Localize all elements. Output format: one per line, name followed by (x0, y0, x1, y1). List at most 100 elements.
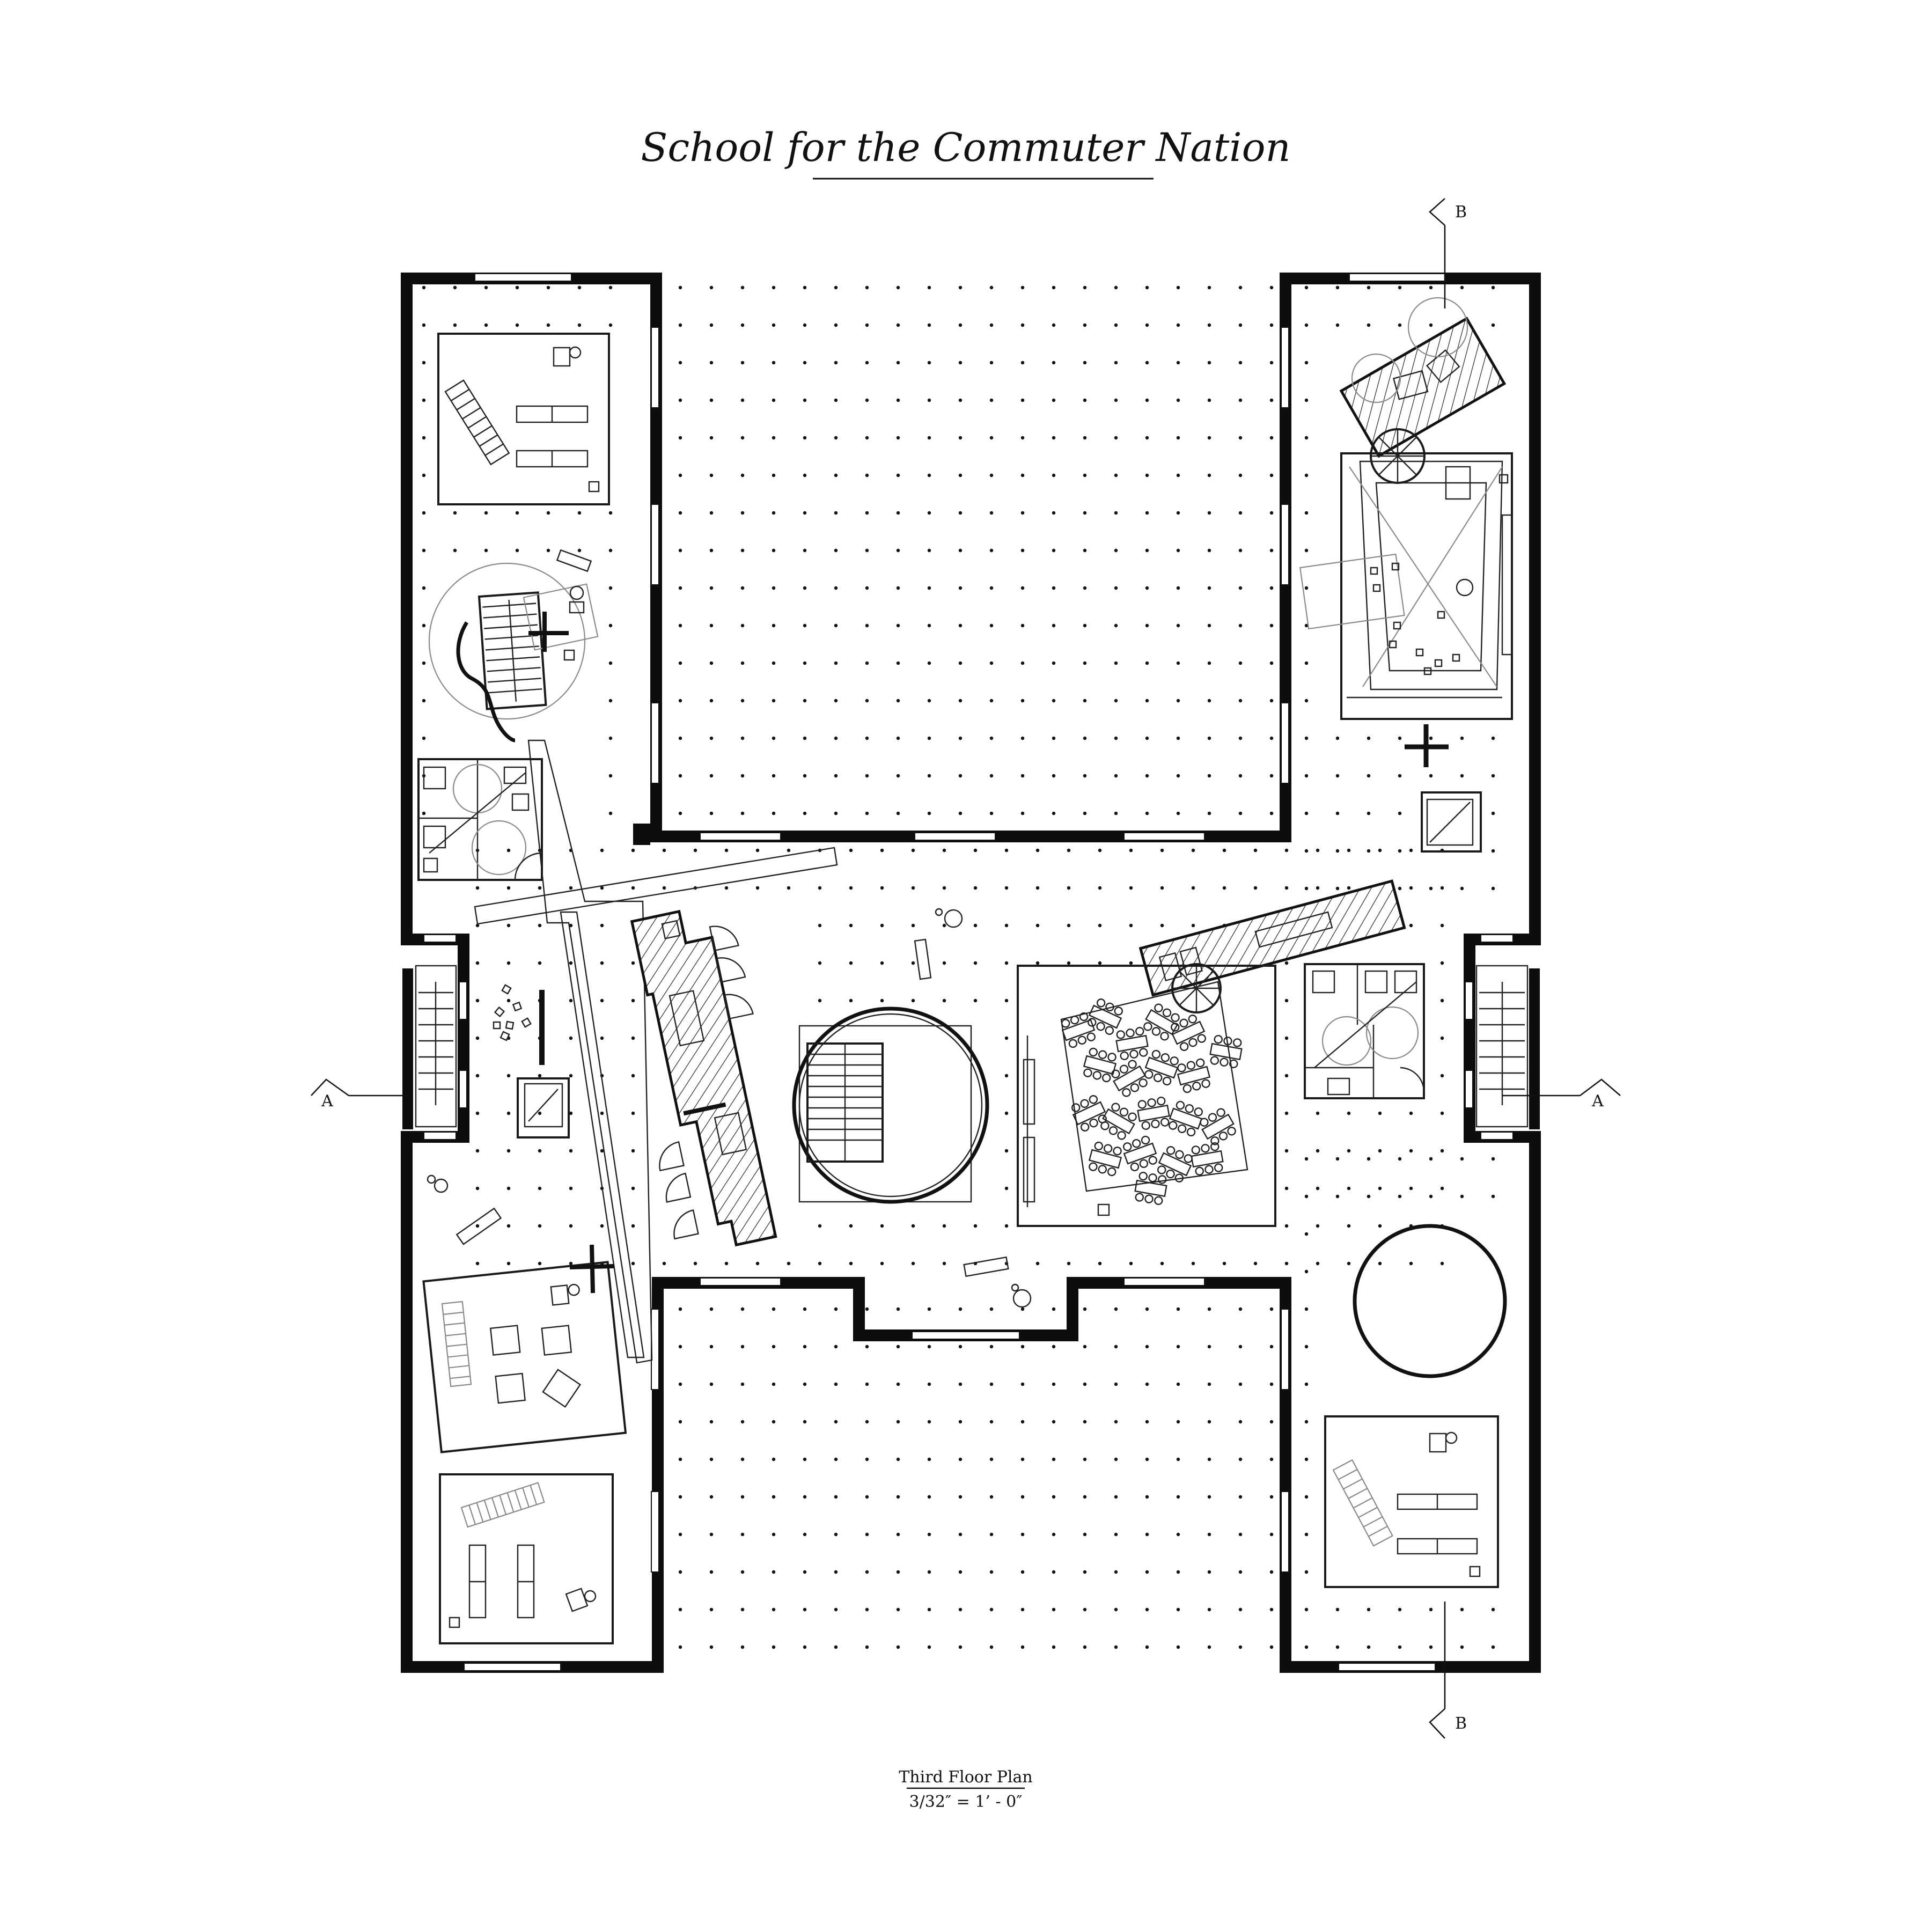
classroom-desk (1113, 1065, 1146, 1092)
grid-dot (1129, 848, 1133, 853)
classroom-chair (1108, 1126, 1118, 1135)
classroom-desk (1209, 1042, 1243, 1061)
grid-dot (740, 436, 745, 440)
grid-dot (973, 923, 978, 928)
grid-dot (942, 886, 946, 890)
grid-dot (1269, 436, 1274, 440)
classroom-chair (1208, 1113, 1217, 1122)
grid-dot (803, 1495, 807, 1499)
grid-dot (600, 848, 604, 853)
grid-dot (1398, 1645, 1402, 1649)
grid-dot (772, 511, 776, 515)
grid-dot (927, 1570, 931, 1574)
grid-dot (834, 586, 838, 590)
grid-dot (1020, 774, 1025, 778)
grid-dot (755, 848, 760, 853)
grid-dot (709, 1345, 714, 1349)
grid-dot (422, 323, 426, 327)
grid-dot (958, 774, 963, 778)
grid-dot (958, 548, 963, 553)
grid-dot (709, 1382, 714, 1386)
grid-dot (1304, 1457, 1309, 1461)
grid-dot (1052, 774, 1056, 778)
grid-dot (818, 1224, 822, 1228)
grid-dot (1222, 1261, 1226, 1266)
grid-dot (1004, 1149, 1009, 1153)
grid-dot (834, 1495, 838, 1499)
grid-dot (1398, 1194, 1402, 1199)
grid-dot (834, 361, 838, 365)
east-stair (1475, 965, 1529, 1128)
grid-dot (631, 886, 635, 890)
grid-dot (1176, 436, 1180, 440)
classroom-chair (1086, 1032, 1096, 1041)
grid-dot (1052, 1532, 1056, 1537)
grid-dot (772, 811, 776, 816)
grid-dot (1238, 623, 1243, 628)
grid-dot (1304, 1269, 1309, 1274)
north-east-hatched-block (1339, 317, 1507, 458)
grid-dot (1284, 998, 1289, 1003)
classroom-chair (1151, 1049, 1161, 1059)
grid-dot (1083, 1420, 1087, 1424)
grid-dot (865, 1495, 869, 1499)
section-marker-a-east: A (1502, 1078, 1621, 1111)
grid-dot (1207, 1607, 1211, 1612)
grid-dot (1207, 623, 1211, 628)
grid-dot (896, 661, 900, 665)
grid-dot (973, 886, 978, 890)
grid-dot (1176, 511, 1180, 515)
right-wing-south-east-wall (1529, 1142, 1541, 1673)
grid-dot (422, 623, 426, 628)
grid-dot (678, 511, 682, 515)
classroom-chair (1197, 1034, 1206, 1043)
grid-dot (911, 1261, 915, 1266)
grid-dot (740, 811, 745, 816)
grid-dot (1304, 699, 1309, 703)
grid-dot (600, 1036, 604, 1040)
grid-dot (1004, 1224, 1009, 1228)
grid-dot (772, 436, 776, 440)
grid-dot (896, 1345, 900, 1349)
grid-dot (849, 923, 853, 928)
classroom-chair (1186, 1061, 1196, 1070)
grid-dot (1253, 886, 1258, 890)
grid-dot (865, 1607, 869, 1612)
grid-dot (865, 586, 869, 590)
grid-dot (942, 1261, 946, 1266)
grid-dot (1083, 586, 1087, 590)
classroom-chair (1114, 1007, 1123, 1016)
grid-dot (772, 1570, 776, 1574)
grid-dot (1114, 811, 1118, 816)
classroom-chair (1128, 1060, 1137, 1069)
grid-dot (1460, 1645, 1464, 1649)
classroom-chair (1128, 1112, 1137, 1121)
grid-dot (1207, 736, 1211, 740)
window (1465, 1070, 1473, 1108)
grid-dot (1145, 511, 1149, 515)
window (1349, 273, 1446, 282)
grid-dot (1269, 1570, 1274, 1574)
grid-dot (1378, 1224, 1382, 1228)
east-elevator (1421, 791, 1482, 853)
grid-dot (740, 1457, 745, 1461)
grid-dot (911, 961, 915, 965)
grid-dot (709, 811, 714, 816)
grid-dot (896, 1495, 900, 1499)
grid-dot (1176, 473, 1180, 478)
grid-dot (1145, 811, 1149, 816)
grid-dot (1176, 1495, 1180, 1499)
title-block: School for the Commuter Nation (641, 125, 1291, 180)
grid-dot (709, 285, 714, 290)
grid-dot (865, 1570, 869, 1574)
grid-dot (772, 736, 776, 740)
grid-dot (678, 323, 682, 327)
grid-dot (475, 1111, 480, 1115)
grid-dot (1020, 398, 1025, 402)
classroom-chair (1216, 1108, 1225, 1117)
grid-dot (958, 586, 963, 590)
grid-dot (803, 1570, 807, 1574)
grid-dot (787, 848, 791, 853)
grid-dot (1347, 1224, 1351, 1228)
grid-dot (1429, 1157, 1433, 1161)
